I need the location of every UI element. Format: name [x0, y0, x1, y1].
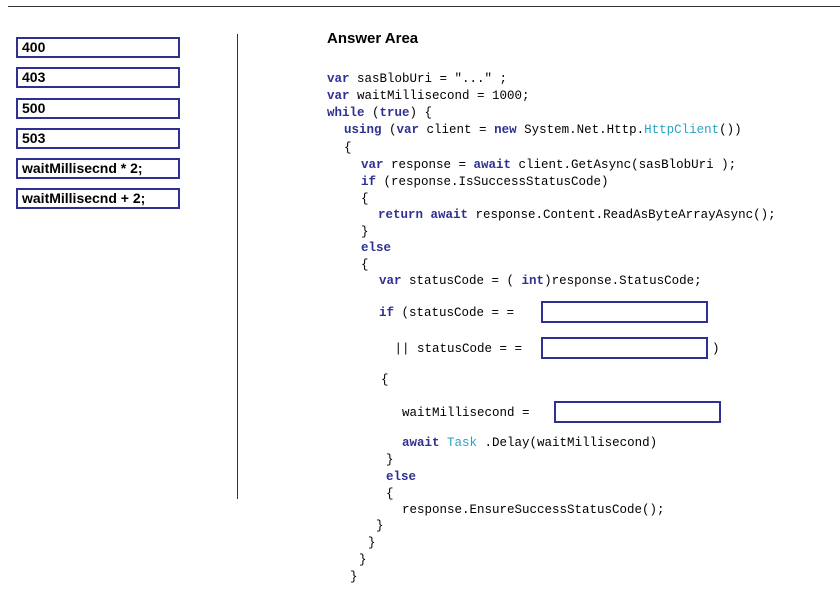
code-line: var response = await client.GetAsync(sas… [361, 157, 736, 173]
code-text: ( [364, 106, 380, 120]
keyword: new [494, 123, 517, 137]
code-line: } [368, 535, 376, 551]
keyword: using [344, 123, 382, 137]
code-line: return await response.Content.ReadAsByte… [378, 207, 776, 223]
choice-wait-times-2[interactable]: waitMillisecnd * 2; [16, 158, 180, 179]
top-rule [8, 6, 840, 7]
code-text: } [368, 536, 376, 550]
code-line: } [361, 224, 369, 240]
code-line: } [386, 452, 394, 468]
code-text: waitMillisecond = [402, 406, 530, 420]
vertical-divider [237, 34, 238, 499]
code-text: { [344, 141, 352, 155]
keyword: return [378, 208, 424, 222]
code-line: { [344, 140, 352, 156]
code-line: waitMillisecond = [402, 405, 530, 421]
code-text: ( [381, 123, 397, 137]
code-line: else [361, 240, 391, 256]
code-line: var statusCode = ( int)response.StatusCo… [379, 273, 702, 289]
code-text: waitMillisecond = 1000; [349, 89, 530, 103]
keyword: var [396, 123, 420, 137]
code-line: if (response.IsSuccessStatusCode) [361, 174, 609, 190]
keyword: var [327, 72, 350, 86]
choice-503[interactable]: 503 [16, 128, 180, 149]
keyword: else [361, 241, 392, 255]
code-text: response.Content.ReadAsByteArrayAsync(); [468, 208, 776, 222]
choice-500[interactable]: 500 [16, 98, 180, 119]
code-text: response.EnsureSuccessStatusCode(); [402, 503, 665, 517]
code-text: (response.IsSuccessStatusCode) [376, 175, 609, 189]
keyword: var [361, 158, 384, 172]
keyword: int [521, 274, 545, 288]
choice-400[interactable]: 400 [16, 37, 180, 58]
code-text: client.GetAsync(sasBlobUri ); [511, 158, 737, 172]
answer-area-title: Answer Area [327, 30, 419, 47]
code-line: var waitMillisecond = 1000; [327, 88, 530, 104]
code-text: { [386, 487, 394, 501]
code-text: } [361, 225, 369, 239]
code-text: response = [383, 158, 474, 172]
keyword: await [430, 208, 469, 222]
code-text: } [350, 570, 358, 584]
keyword: while [327, 106, 365, 120]
code-line: response.EnsureSuccessStatusCode(); [402, 502, 665, 518]
answer-slot-status-2[interactable] [541, 337, 708, 359]
keyword: true [379, 106, 410, 120]
code-text: || statusCode = = [387, 342, 523, 356]
keyword: await [402, 436, 440, 450]
code-line: } [350, 569, 358, 585]
code-text: ) { [409, 106, 433, 120]
type-name: Task [447, 436, 478, 450]
code-text: } [386, 453, 394, 467]
code-line: else [386, 469, 416, 485]
code-text: .Delay(waitMillisecond) [477, 436, 658, 450]
code-line: || statusCode = = [387, 341, 523, 357]
code-line: { [386, 486, 394, 502]
code-text: ) [712, 342, 720, 356]
code-text: } [359, 553, 367, 567]
code-text: statusCode = ( [401, 274, 522, 288]
code-line: } [376, 518, 384, 534]
code-text: System.Net.Http. [516, 123, 645, 137]
code-text: client = [419, 123, 495, 137]
code-text: { [361, 192, 369, 206]
code-line: } [359, 552, 367, 568]
code-line: { [361, 257, 369, 273]
code-line: while (true) { [327, 105, 432, 121]
answer-slot-wait-expression[interactable] [554, 401, 721, 423]
code-text: sasBlobUri = "..." ; [349, 72, 508, 86]
keyword: if [379, 306, 395, 320]
code-text: (statusCode = = [394, 306, 515, 320]
code-line: if (statusCode = = [379, 305, 514, 321]
answer-slot-status-1[interactable] [541, 301, 708, 323]
choice-403[interactable]: 403 [16, 67, 180, 88]
code-text: { [381, 373, 389, 387]
code-text: )response.StatusCode; [544, 274, 702, 288]
code-line: await Task .Delay(waitMillisecond) [402, 435, 657, 451]
code-line: var sasBlobUri = "..." ; [327, 71, 507, 87]
choice-wait-plus-2[interactable]: waitMillisecnd + 2; [16, 188, 180, 209]
keyword: else [386, 470, 417, 484]
code-text: } [376, 519, 384, 533]
type-name: HttpClient [644, 123, 720, 137]
keyword: if [361, 175, 377, 189]
code-line: using (var client = new System.Net.Http.… [344, 122, 742, 138]
code-text: { [361, 258, 369, 272]
code-text: ()) [719, 123, 742, 137]
code-line: { [381, 372, 389, 388]
keyword: await [473, 158, 512, 172]
code-line: { [361, 191, 369, 207]
keyword: var [379, 274, 402, 288]
keyword: var [327, 89, 350, 103]
code-line: ) [712, 341, 720, 357]
